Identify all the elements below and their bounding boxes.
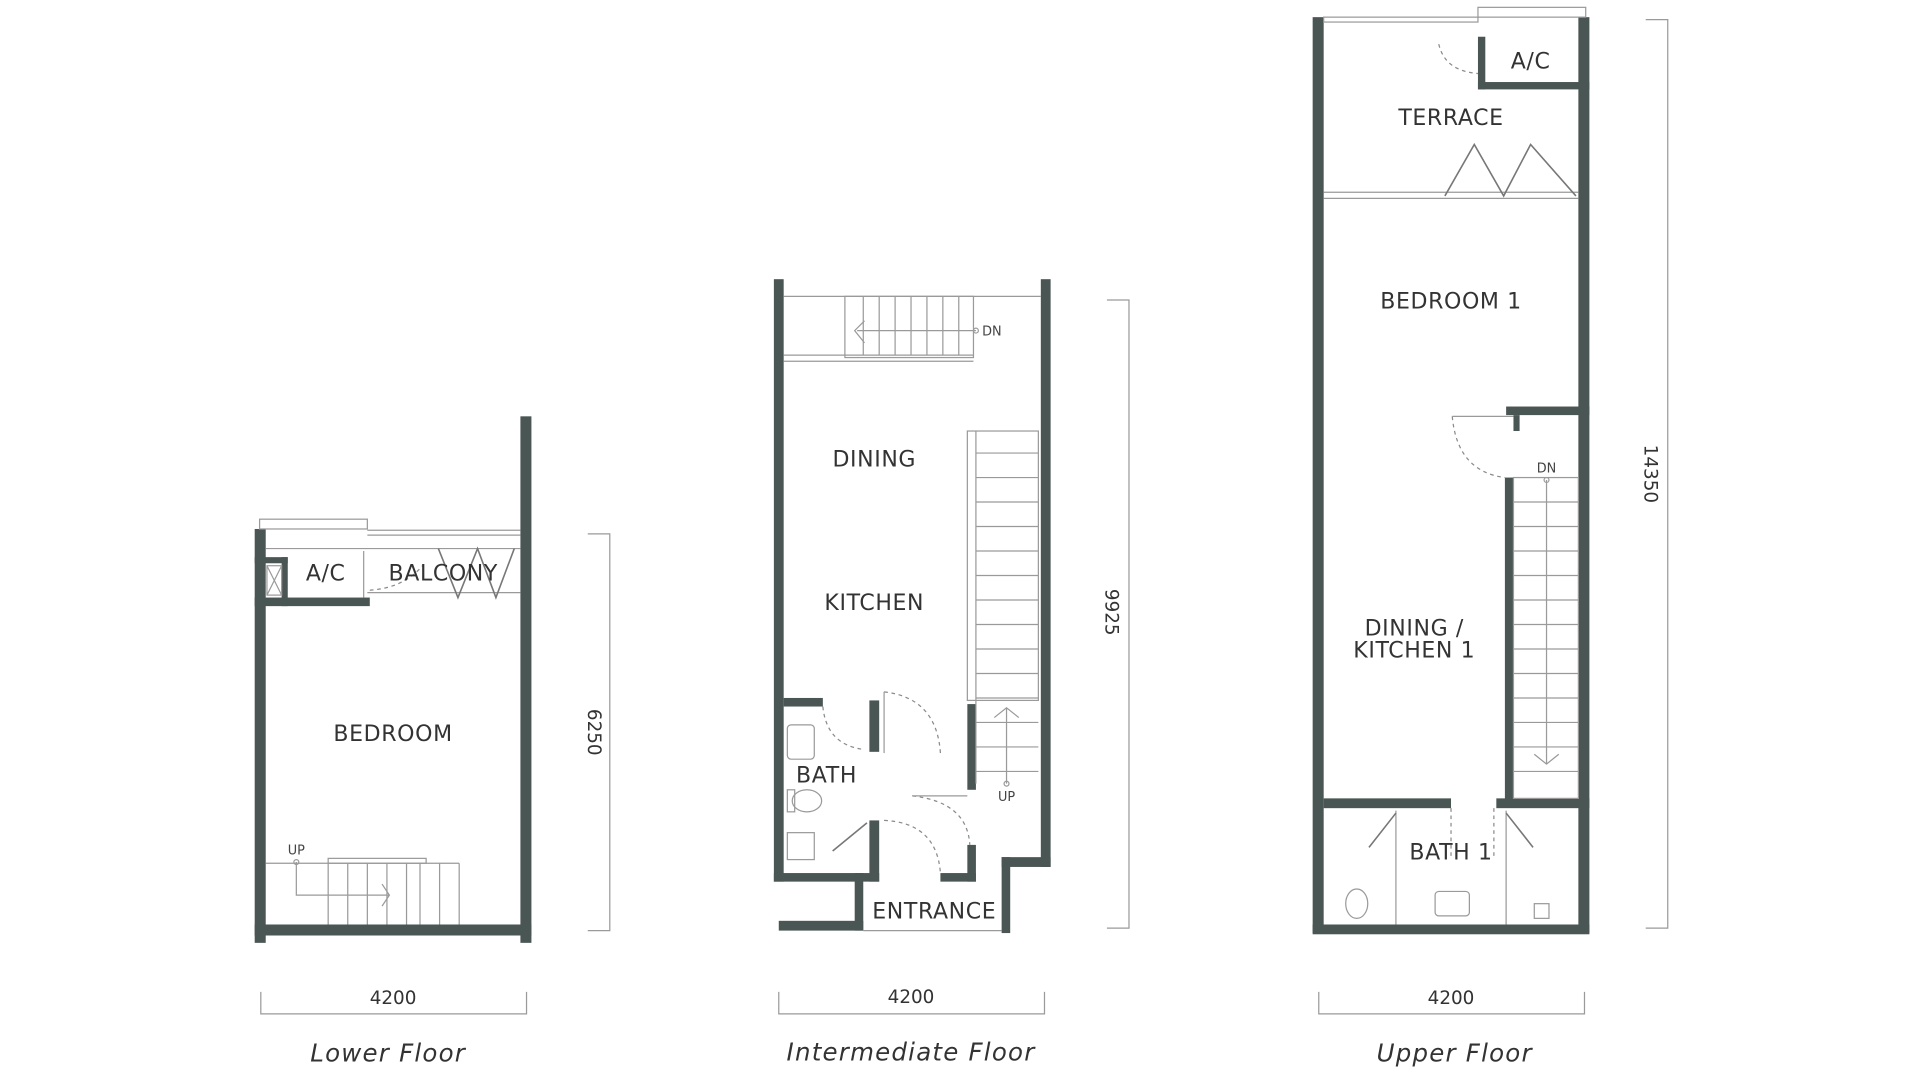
up-stair-label: UP [288,844,305,859]
dn-stair-label: DN [982,325,1001,340]
room-label-dining-kitchen-line2: KITCHEN 1 [1353,639,1475,664]
room-label-ac: A/C [306,561,346,586]
intermediate-width-dimension: 4200 [778,987,1046,1015]
lower-width-dimension: 4200 [260,988,528,1015]
depth-dimension-label: 9925 [1101,589,1122,636]
upper-fixtures: DN [1323,6,1587,925]
intermediate-walls [773,279,1051,934]
upper-floor-plan: DN A/C TERRACE BEDROOM 1 DINING / KITCHE… [1312,6,1669,1068]
lower-walls [254,416,532,943]
intermediate-floor-plan: DN UP [773,279,1130,1066]
intermediate-depth-dimension: 9925 [1101,299,1130,929]
room-label-entrance: ENTRANCE [872,899,996,924]
depth-dimension-label: 14350 [1639,445,1660,503]
width-dimension-label: 4200 [888,987,935,1008]
upper-depth-dimension: 14350 [1639,18,1669,929]
intermediate-fixtures: DN UP [783,295,1041,932]
width-dimension-label: 4200 [370,988,417,1009]
upper-walls [1312,17,1590,935]
room-label-ac: A/C [1511,50,1551,75]
plan-caption: Intermediate Floor [787,1037,1037,1066]
room-label-bedroom-1: BEDROOM 1 [1380,290,1522,315]
room-label-dining-kitchen-line1: DINING / [1365,617,1464,642]
room-label-terrace: TERRACE [1397,106,1503,131]
lower-staircase: UP [265,844,460,925]
plan-caption: Lower Floor [310,1039,467,1068]
upper-width-dimension: 4200 [1318,988,1586,1015]
lower-depth-dimension: 6250 [583,533,611,932]
up-stair-label: UP [998,790,1015,805]
room-label-bath: BATH [796,763,857,788]
dn-stair-label: DN [1537,462,1557,477]
depth-dimension-label: 6250 [583,709,604,756]
plan-caption: Upper Floor [1377,1039,1534,1068]
lower-floor-plan: UP A/C BALCONY BEDROOM 6250 4200 Lower F… [254,416,611,1068]
width-dimension-label: 4200 [1428,988,1475,1009]
room-label-kitchen: KITCHEN [824,591,924,616]
room-label-bath-1: BATH 1 [1409,841,1492,866]
lower-balcony-railing [258,518,521,600]
room-label-balcony: BALCONY [389,561,498,586]
room-label-bedroom: BEDROOM [333,722,452,747]
room-label-dining: DINING [832,448,916,473]
